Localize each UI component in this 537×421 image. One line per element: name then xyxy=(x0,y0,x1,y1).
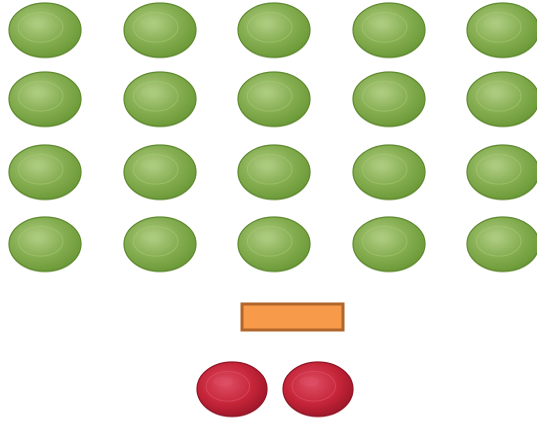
green-circle xyxy=(352,2,426,59)
green-circle-grid xyxy=(8,2,537,273)
green-circle xyxy=(8,2,82,59)
green-circle xyxy=(466,216,537,273)
green-circle xyxy=(123,216,197,273)
green-circle xyxy=(466,144,537,201)
green-circle xyxy=(237,2,311,59)
green-circle xyxy=(8,216,82,273)
red-circle xyxy=(196,361,268,418)
red-circle xyxy=(282,361,354,418)
green-circle xyxy=(8,144,82,201)
red-circle-row xyxy=(196,361,354,418)
green-circle xyxy=(237,144,311,201)
green-circle xyxy=(352,216,426,273)
green-circle xyxy=(466,71,537,128)
green-circle xyxy=(352,144,426,201)
orange-bar xyxy=(240,302,345,332)
green-circle xyxy=(123,144,197,201)
green-circle xyxy=(237,71,311,128)
green-circle xyxy=(466,2,537,59)
green-circle xyxy=(123,2,197,59)
green-circle xyxy=(237,216,311,273)
green-circle xyxy=(352,71,426,128)
green-circle xyxy=(123,71,197,128)
orange-bar-group xyxy=(240,302,345,332)
green-circle xyxy=(8,71,82,128)
